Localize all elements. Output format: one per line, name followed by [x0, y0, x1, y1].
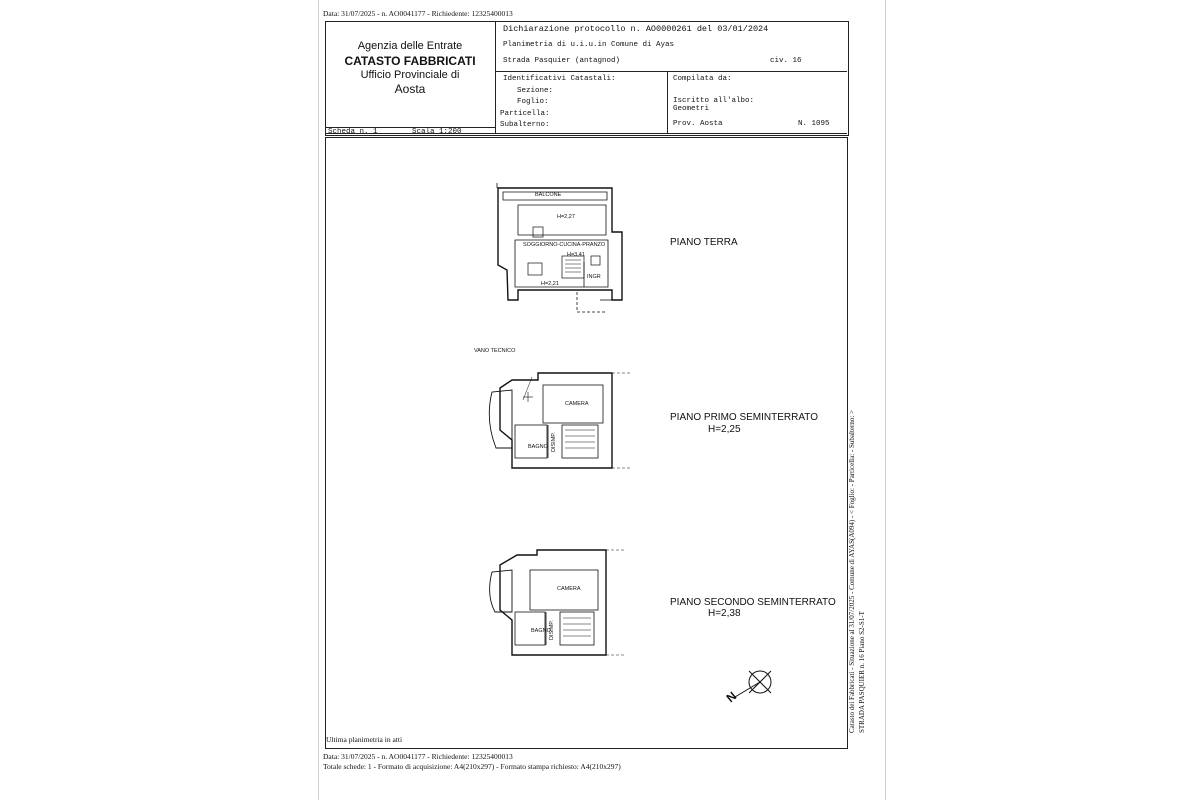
- header-divider-horizontal: [495, 71, 847, 72]
- primo-disimpegno-label: DISIMP.: [551, 432, 557, 452]
- geometri-label: Geometri: [673, 105, 710, 113]
- terra-h-main: H=2,21: [541, 281, 559, 287]
- agency-name: Agenzia delle Entrate: [357, 40, 463, 52]
- catasto-fabbricati-title: CATASTO FABBRICATI: [344, 54, 476, 68]
- sezione-label: Sezione:: [517, 87, 554, 95]
- terra-ingresso-label: INGR: [587, 274, 601, 280]
- terra-h-stairs: H=3,41: [567, 252, 585, 258]
- ufficio-city: Aosta: [394, 82, 426, 96]
- scheda-top-line: [325, 127, 495, 128]
- primo-bagno-label: BAGNO: [528, 444, 548, 450]
- terra-balcone-label: BALCONE: [535, 192, 562, 198]
- drawing-frame: [325, 137, 848, 749]
- declaration-line: Dichiarazione protocollo n. AO0000261 de…: [503, 24, 769, 34]
- secondo-disimpegno-label: DISIMP.: [549, 620, 555, 640]
- header-box: [325, 21, 849, 136]
- secondo-camera-label: CAMERA: [557, 586, 581, 592]
- provincia-label: Prov. Aosta: [673, 120, 723, 128]
- header-divider-inner: [667, 71, 668, 134]
- subalterno-label: Subalterno:: [500, 121, 550, 129]
- compilata-da-label: Compilata da:: [673, 75, 732, 83]
- iscritto-label: Iscritto all'albo:: [673, 97, 755, 105]
- secondo-bagno-label: BAGNO: [531, 628, 551, 634]
- scheda-number: Scheda n. 1: [328, 128, 378, 136]
- piano-secondo-title: PIANO SECONDO SEMINTERRATO: [670, 597, 836, 608]
- terra-outline: [497, 187, 623, 301]
- piano-terra-title: PIANO TERRA: [670, 237, 738, 248]
- albo-number: N. 1095: [798, 120, 830, 128]
- particella-label: Particella:: [500, 110, 550, 118]
- planimetry-line: Planimetria di u.i.u.in Comune di Ayas: [503, 41, 675, 49]
- primo-vano-tecnico-label: VANO TECNICO: [474, 348, 516, 354]
- secondo-outline: [499, 549, 607, 656]
- top-info-line: Data: 31/07/2025 - n. AO0041177 - Richie…: [323, 9, 513, 18]
- ultima-planimetria: Ultima planimetria in atti: [326, 735, 403, 744]
- scale-label: Scala 1:200: [412, 128, 462, 136]
- compass-icon: [748, 670, 772, 694]
- header-bottom-line: [325, 133, 847, 134]
- street-line: Strada Pasquier (antagnod): [503, 57, 621, 65]
- terra-h-balcone: H=2,27: [557, 214, 575, 220]
- terra-balcone-rail: [502, 191, 608, 201]
- piano-primo-height: H=2,25: [708, 424, 741, 435]
- side-address-line: STRADA PASQUIER n. 16 Piano S2-S1-T: [858, 611, 866, 733]
- identificativi-title: Identificativi Catastali:: [503, 75, 616, 83]
- primo-camera-label: CAMERA: [565, 401, 589, 407]
- footer-formato-line: Totale schede: 1 - Formato di acquisizio…: [323, 762, 621, 771]
- civic-number: civ. 16: [770, 57, 802, 65]
- primo-outline: [499, 372, 613, 469]
- piano-primo-title: PIANO PRIMO SEMINTERRATO: [670, 412, 818, 423]
- ufficio-label: Ufficio Provinciale di: [360, 69, 460, 81]
- foglio-label: Foglio:: [517, 98, 549, 106]
- footer-data-line: Data: 31/07/2025 - n. AO0041177 - Richie…: [323, 752, 513, 761]
- header-divider-vertical: [495, 21, 496, 134]
- terra-soggiorno-label: SOGGIORNO-CUCINA-PRANZO: [523, 242, 606, 248]
- side-catasto-line: Catasto dei Fabbricati - Situazione al 3…: [848, 410, 856, 733]
- piano-secondo-height: H=2,38: [708, 608, 741, 619]
